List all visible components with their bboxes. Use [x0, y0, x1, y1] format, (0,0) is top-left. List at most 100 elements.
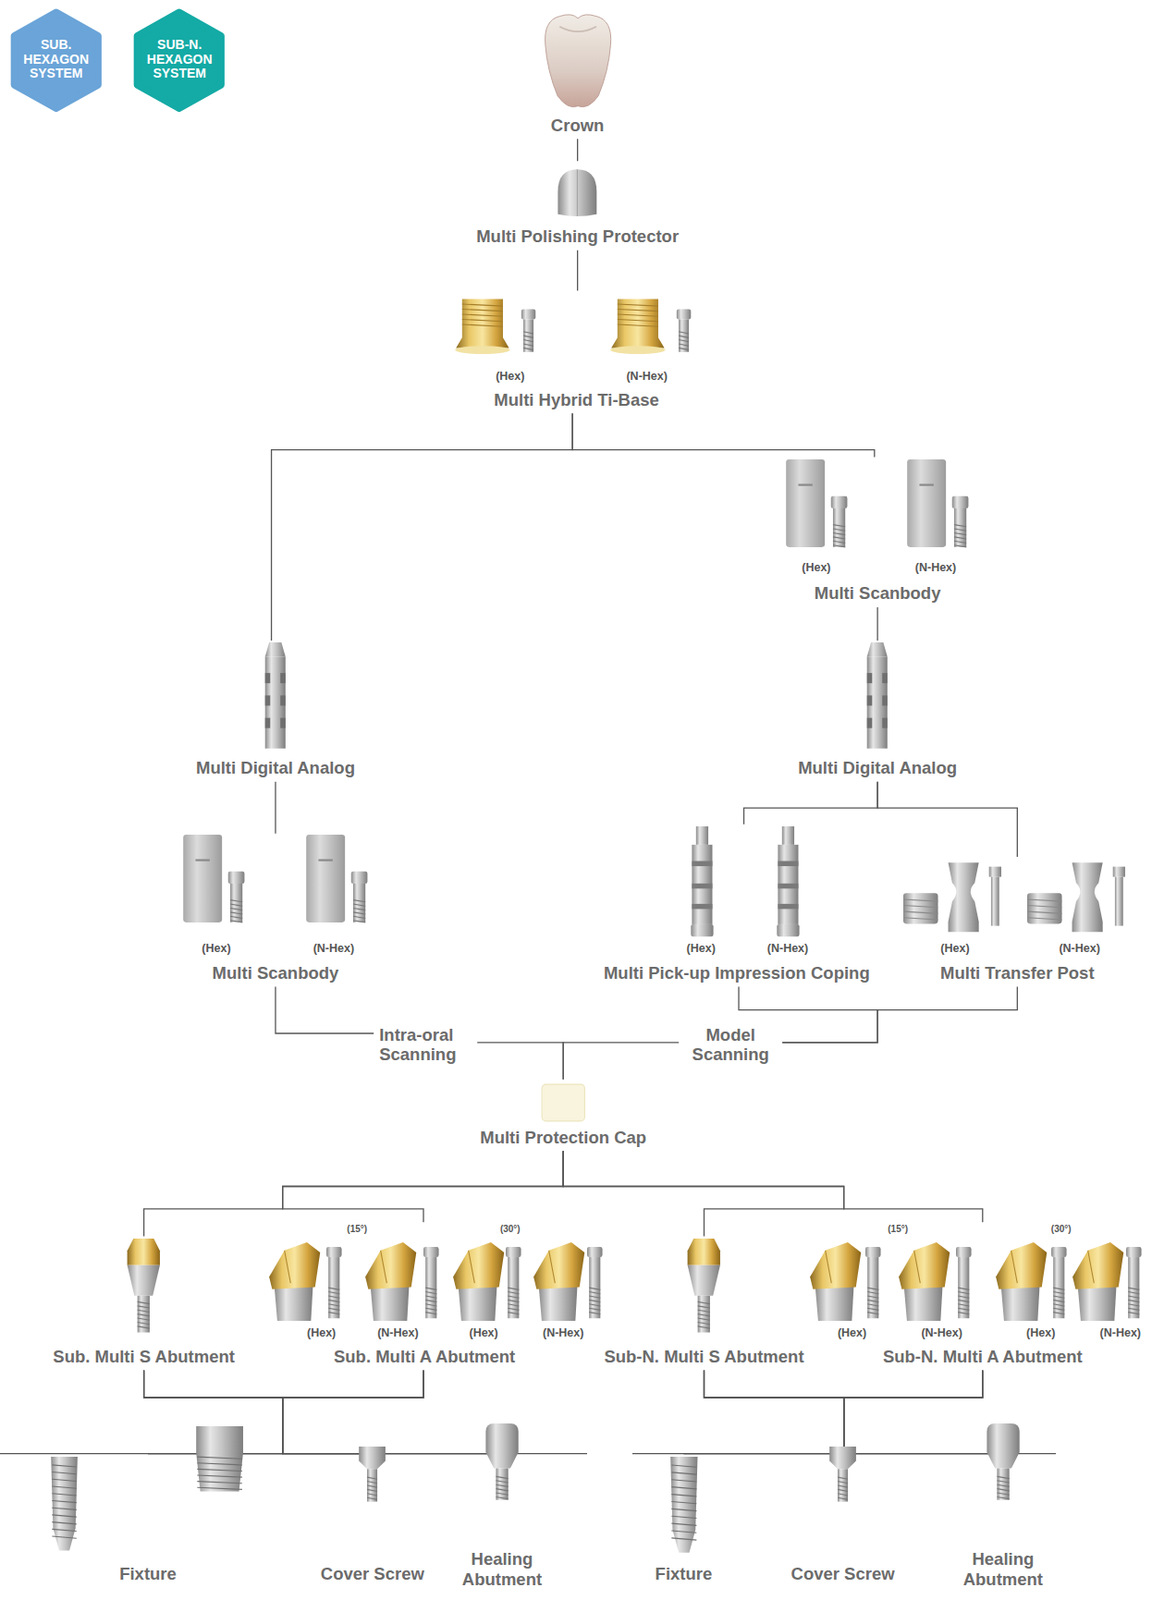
- scanbody-illustration: [905, 459, 971, 552]
- component-label: Healing Abutment: [451, 1549, 553, 1590]
- illustration-part: [183, 834, 223, 923]
- protector-illustration: [553, 167, 601, 219]
- illustration-part: [367, 1485, 378, 1488]
- illustration-part: [698, 1318, 711, 1321]
- illustration-part: [957, 1299, 969, 1302]
- illustration-part: [919, 483, 933, 486]
- illustration-part: [906, 459, 946, 548]
- illustration-part: [51, 1486, 76, 1489]
- connector-line: [744, 782, 879, 825]
- variant-label: (N-Hex): [1058, 942, 1100, 956]
- cap-illustration: [540, 1083, 587, 1123]
- illustration-part: [671, 1495, 697, 1497]
- component-label: Crown: [551, 115, 605, 135]
- illustration-part: [137, 1318, 150, 1321]
- illustration-part: [425, 1287, 437, 1290]
- illustration-part: [127, 1264, 160, 1296]
- illustration-part: [833, 524, 846, 527]
- illustration-part: [833, 508, 846, 548]
- angle-label: (15°): [887, 1224, 908, 1236]
- illustration-part: [1027, 912, 1063, 915]
- illustration-part: [137, 1326, 150, 1329]
- illustration-part: [1128, 1303, 1140, 1306]
- connector-line: [563, 1151, 844, 1237]
- illustration-part: [957, 1308, 969, 1311]
- component-node: Cover Screw: [315, 1454, 430, 1589]
- variant-label: (N-Hex): [767, 942, 809, 956]
- illustration-part: [230, 904, 243, 907]
- component-label: Fixture: [655, 1564, 713, 1584]
- illustration-part: [495, 1493, 508, 1496]
- illustration-part: [495, 1476, 508, 1479]
- illustration-part: [280, 718, 286, 729]
- aabut-illustration: [452, 1242, 505, 1322]
- illustration-part: [458, 1286, 498, 1323]
- variant-label: (Hex): [837, 1326, 867, 1340]
- component-node: (Hex)(N-Hex)Multi Transfer Post: [899, 857, 1135, 987]
- healing-illustration: [982, 1423, 1024, 1501]
- illustration-part: [230, 899, 243, 902]
- screw-illustration: [1051, 1247, 1067, 1319]
- transfer-illustration: [903, 860, 1005, 934]
- component-node: Healing Abutment: [445, 1454, 559, 1594]
- illustration-part: [781, 826, 794, 846]
- illustration-part: [947, 863, 979, 933]
- illustration-part: [698, 1313, 711, 1316]
- illustration-part: [588, 1299, 601, 1302]
- aabut-illustration: [994, 1242, 1048, 1322]
- analog-illustration: [257, 642, 294, 750]
- illustration-part: [51, 1479, 76, 1482]
- illustration-part: [353, 899, 366, 902]
- illustration-part: [996, 1468, 1009, 1500]
- healing-illustration: [481, 1423, 523, 1501]
- illustration-part: [544, 14, 611, 108]
- illustration-part: [1128, 1299, 1140, 1302]
- component-label: Sub-N. Multi A Abutment: [882, 1347, 1083, 1367]
- illustration-part: [1128, 1287, 1140, 1290]
- connector-line: [704, 1370, 845, 1454]
- component-node: Healing Abutment: [946, 1454, 1060, 1594]
- variant-label: (Hex): [468, 1326, 498, 1340]
- screw-illustration: [423, 1247, 440, 1319]
- illustration-part: [1128, 1296, 1140, 1299]
- connector-line: [683, 1370, 982, 1454]
- illustration-part: [837, 1494, 848, 1496]
- illustration-part: [230, 883, 243, 923]
- illustration-part: [671, 1465, 697, 1468]
- illustration-part: [988, 867, 1001, 878]
- illustration-part: [274, 1286, 314, 1323]
- illustration-part: [777, 883, 798, 890]
- illustration-part: [1128, 1308, 1140, 1311]
- illustration-part: [51, 1494, 76, 1496]
- illustration-part: [698, 1322, 711, 1324]
- component-label: Multi Digital Analog: [797, 758, 957, 778]
- illustration-part: [453, 1242, 504, 1290]
- illustration-part: [1053, 1311, 1065, 1314]
- cover-illustration: [356, 1446, 388, 1503]
- component-node: Fixture: [46, 1454, 251, 1589]
- component-label: Cover Screw: [320, 1564, 425, 1584]
- illustration-part: [1053, 1287, 1065, 1290]
- variant-label: (Hex): [306, 1326, 336, 1340]
- illustration-part: [671, 1508, 697, 1511]
- screw-illustration: [505, 1247, 522, 1319]
- crown-illustration: [537, 10, 619, 111]
- illustration-part: [671, 1487, 697, 1490]
- illustration-part: [1053, 1291, 1065, 1294]
- connector-line: [844, 1370, 1004, 1454]
- component-node: Sub-N. Multi S Abutment: [598, 1237, 809, 1372]
- illustration-part: [353, 907, 366, 910]
- illustration-part: [328, 1287, 340, 1290]
- illustration-part: [954, 528, 967, 531]
- illustration-part: [576, 169, 578, 217]
- illustration-part: [280, 673, 286, 684]
- illustration-part: [777, 860, 798, 909]
- illustration-part: [306, 834, 345, 923]
- illustration-part: [1113, 867, 1126, 878]
- illustration-part: [425, 1303, 437, 1306]
- component-node: Cover Screw: [785, 1454, 901, 1589]
- connector-line: [274, 782, 276, 834]
- illustration-part: [230, 919, 243, 922]
- illustration-part: [425, 1291, 437, 1294]
- aabut-illustration: [364, 1242, 417, 1322]
